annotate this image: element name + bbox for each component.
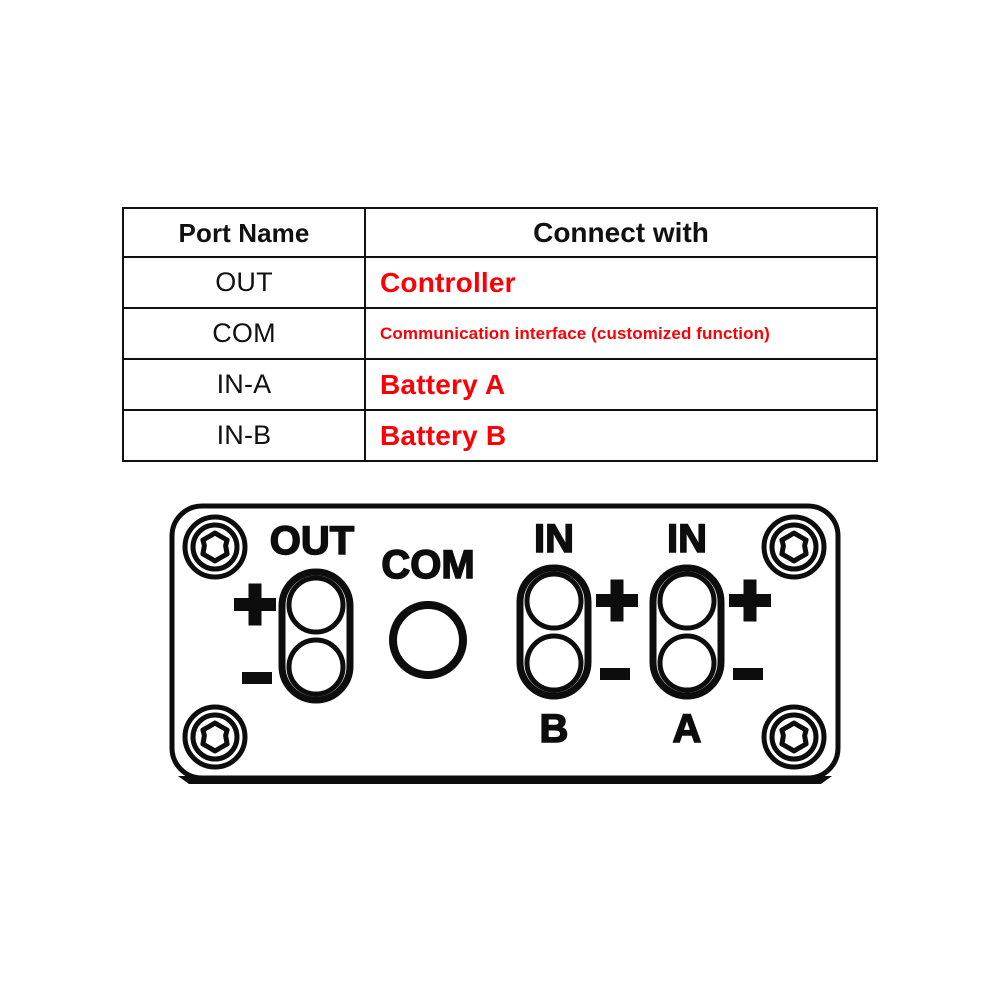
column-header-connect-with: Connect with: [364, 207, 878, 258]
in-b-plus-sign: [596, 579, 638, 622]
connector-out[interactable]: OUT: [234, 518, 355, 704]
in-a-minus-sign: [733, 668, 763, 680]
out-minus-sign: [242, 672, 272, 684]
in-b-minus-sign: [600, 668, 630, 680]
connector-in-a-label-bottom: A: [673, 707, 702, 751]
connect-with-in-b: Battery B: [364, 409, 878, 462]
terminal-in-a-positive[interactable]: [657, 571, 717, 631]
connector-com[interactable]: COM: [381, 542, 475, 679]
table-row: OUT Controller: [122, 256, 878, 309]
terminal-com-port[interactable]: [389, 601, 467, 679]
table-row: IN-A Battery A: [122, 358, 878, 411]
connector-in-a-label-top: IN: [667, 517, 707, 561]
screw-icon-top-right: [764, 517, 824, 577]
terminal-in-b-negative[interactable]: [524, 633, 584, 693]
terminal-out-positive[interactable]: [286, 575, 346, 635]
terminal-out-negative[interactable]: [286, 637, 346, 697]
terminal-in-b-positive[interactable]: [524, 571, 584, 631]
port-name-com: COM: [122, 307, 366, 360]
connect-with-in-a: Battery A: [364, 358, 878, 411]
terminal-in-a-negative[interactable]: [657, 633, 717, 693]
out-plus-sign: [234, 583, 276, 626]
port-connection-table: Port Name Connect with OUT Controller CO…: [122, 207, 878, 462]
in-a-plus-sign: [729, 579, 771, 622]
connect-with-com: Communication interface (customized func…: [364, 307, 878, 360]
connector-com-label: COM: [381, 543, 474, 587]
screw-icon-bottom-right: [764, 707, 824, 767]
connector-in-b-label-top: IN: [534, 517, 574, 561]
table-header-row: Port Name Connect with: [122, 207, 878, 258]
table-row: COM Communication interface (customized …: [122, 307, 878, 360]
table-row: IN-B Battery B: [122, 409, 878, 462]
port-name-in-b: IN-B: [122, 409, 366, 462]
connect-with-out: Controller: [364, 256, 878, 309]
port-name-in-a: IN-A: [122, 358, 366, 411]
connector-in-b-label-bottom: B: [540, 707, 569, 751]
column-header-port-name: Port Name: [122, 207, 366, 258]
connector-out-label: OUT: [270, 519, 354, 563]
connector-in-a[interactable]: IN A: [649, 516, 771, 752]
screw-icon-top-left: [185, 517, 245, 577]
port-name-out: OUT: [122, 256, 366, 309]
connector-in-b[interactable]: IN B: [516, 516, 638, 752]
device-panel-illustration: OUT COM IN B IN: [160, 492, 850, 802]
screw-icon-bottom-left: [185, 707, 245, 767]
